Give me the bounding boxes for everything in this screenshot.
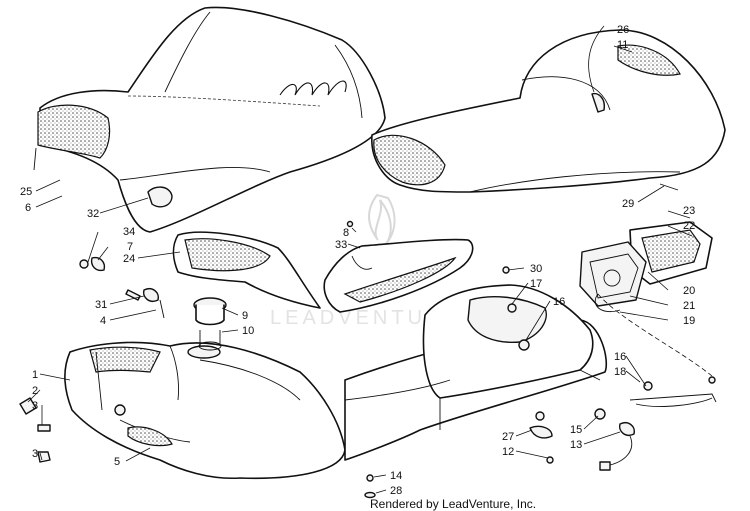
callout-19: 19 bbox=[683, 315, 695, 327]
callout-20: 20 bbox=[683, 285, 695, 297]
callout-24: 24 bbox=[123, 253, 135, 265]
callout-17: 17 bbox=[530, 278, 542, 290]
callout-11: 11 bbox=[617, 39, 628, 51]
callout-8: 8 bbox=[343, 227, 349, 239]
callout-12: 12 bbox=[502, 446, 514, 458]
callout-16: 16 bbox=[553, 296, 565, 308]
harness-dashed-line bbox=[597, 293, 713, 377]
callout-15: 15 bbox=[570, 424, 582, 436]
seat-rear bbox=[371, 29, 726, 193]
callout-34: 34 bbox=[123, 226, 135, 238]
callout-14: 14 bbox=[390, 470, 402, 482]
callout-30: 30 bbox=[530, 263, 542, 275]
callout-4: 4 bbox=[100, 315, 106, 327]
callout-22: 22 bbox=[683, 220, 695, 232]
callout-31: 31 bbox=[95, 299, 107, 311]
callout-10: 10 bbox=[242, 325, 254, 337]
callout-27: 27 bbox=[502, 431, 514, 443]
fasteners bbox=[19, 220, 717, 499]
callout-1: 1 bbox=[32, 369, 38, 381]
callout-3-lower: 3 bbox=[32, 448, 38, 460]
callout-18: 18 bbox=[614, 366, 626, 378]
callout-7: 7 bbox=[127, 241, 133, 253]
callout-5: 5 bbox=[114, 456, 120, 468]
seat-top bbox=[33, 6, 386, 233]
watermark-text: LEADVENTURE bbox=[270, 307, 462, 329]
watermark: LEADVENTURE bbox=[270, 193, 462, 329]
callout-28: 28 bbox=[390, 485, 402, 497]
callout-16-lower: 16 bbox=[614, 351, 626, 363]
credit-text: Rendered by LeadVenture, Inc. bbox=[370, 497, 536, 511]
bracket bbox=[323, 238, 474, 313]
callouts: 26 11 25 6 32 29 23 22 8 33 34 7 24 30 1… bbox=[20, 24, 695, 497]
callout-33: 33 bbox=[335, 239, 347, 251]
fuel-tank bbox=[64, 341, 346, 480]
gas-cap bbox=[193, 297, 227, 351]
callout-3: 3 bbox=[32, 400, 38, 412]
callout-2: 2 bbox=[32, 385, 38, 397]
leader-lines bbox=[27, 25, 693, 494]
callout-25: 25 bbox=[20, 186, 32, 198]
callout-9: 9 bbox=[242, 310, 248, 322]
tail-light bbox=[579, 221, 713, 312]
callout-13: 13 bbox=[570, 439, 582, 451]
callout-6: 6 bbox=[25, 202, 31, 214]
console bbox=[344, 284, 607, 461]
side-panel bbox=[172, 231, 321, 309]
callout-29: 29 bbox=[622, 198, 634, 210]
callout-26: 26 bbox=[617, 24, 629, 36]
callout-21: 21 bbox=[683, 300, 695, 312]
callout-23: 23 bbox=[683, 205, 695, 217]
callout-32: 32 bbox=[87, 208, 99, 220]
